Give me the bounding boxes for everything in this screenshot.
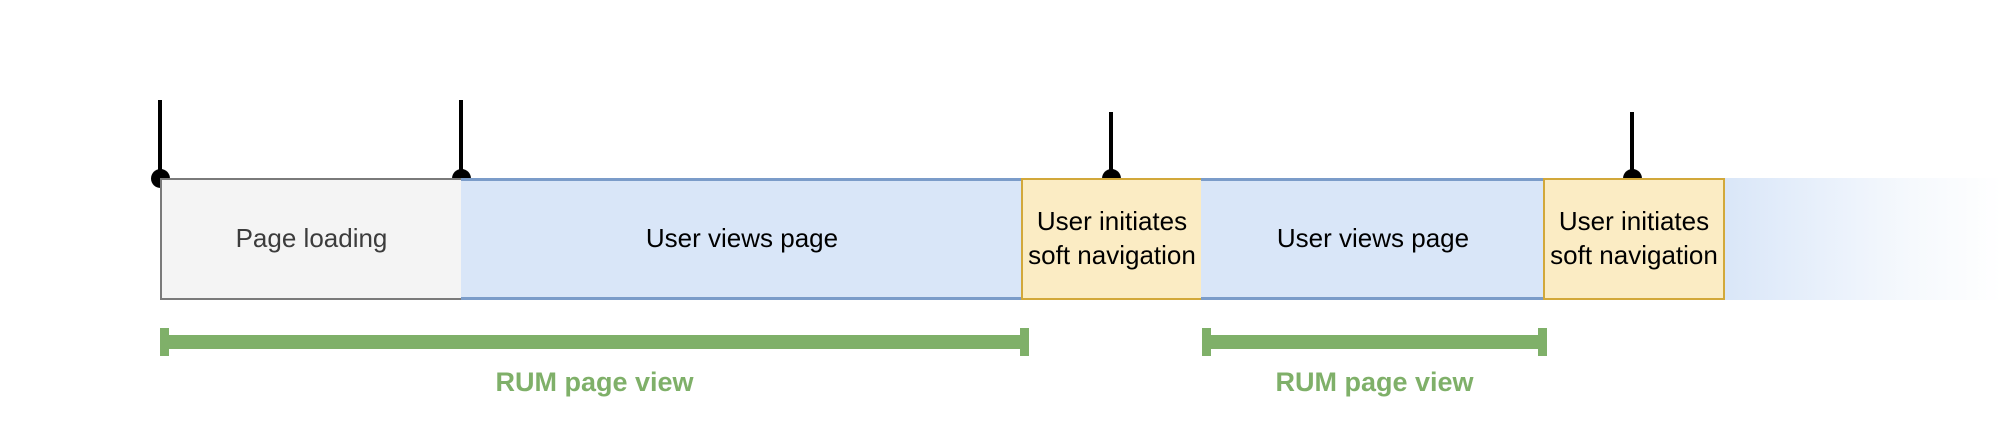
rum-span-cap-left-2 [1202,328,1211,356]
timeline-bar: Page loading User views page User initia… [0,178,2002,300]
rum-span-cap-right-2 [1538,328,1547,356]
segment-user-views-1: User views page [461,178,1023,300]
marker-stem-send-init-first [1109,112,1113,178]
marker-stem-initial-navigation [158,100,162,178]
rum-span-cap-right-1 [1020,328,1029,356]
rum-span-label-2: RUM page view [1275,367,1474,397]
segment-continues-fade [1723,178,2002,300]
segment-user-views-2: User views page [1201,178,1545,300]
rum-span-bar-2 [1202,335,1547,349]
segment-soft-nav-1: User initiates soft navigation [1021,178,1203,300]
segment-page-loading: Page loading [160,178,463,300]
segment-soft-nav-2: User initiates soft navigation [1543,178,1725,300]
marker-stem-mark-load-time [459,100,463,178]
rum-span-cap-left-1 [160,328,169,356]
marker-stem-send-init-second [1630,112,1634,178]
rum-span-label-1: RUM page view [495,367,694,397]
rum-span-bar-1 [160,335,1029,349]
